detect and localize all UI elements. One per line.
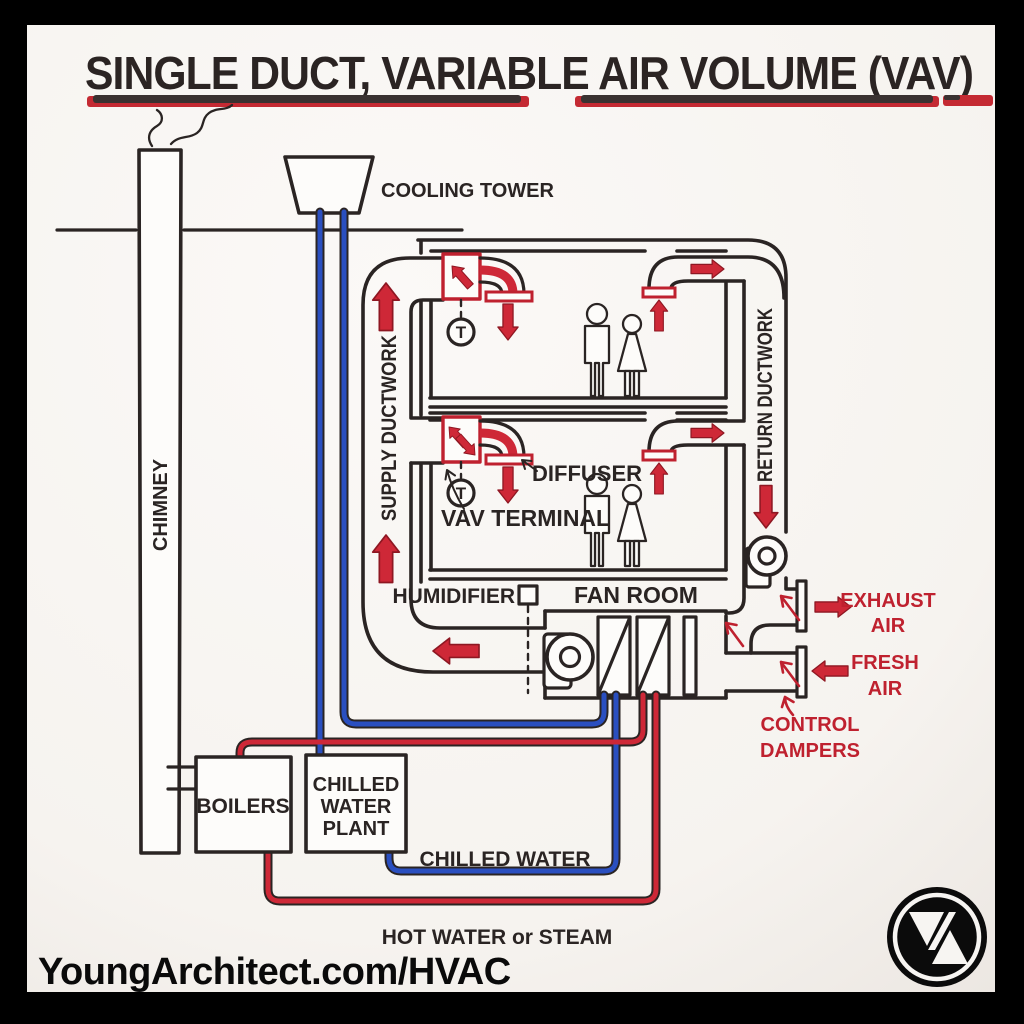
- diffuser-1: [478, 256, 534, 341]
- thermostat-icon: [446, 317, 476, 347]
- person-icon: [616, 502, 648, 543]
- paper-background: [27, 25, 995, 992]
- humidifier-label: HUMIDIFIER: [393, 585, 516, 608]
- cooling-tower-label: COOLING TOWER: [381, 180, 555, 202]
- diffuser-2: [478, 419, 534, 504]
- young-architect-logo: [887, 887, 987, 987]
- hot-water-pipes: [237, 692, 659, 904]
- person-icon: [583, 494, 611, 568]
- fresh-air-label: AIR: [868, 678, 903, 700]
- page-title: SINGLE DUCT, VARIABLE AIR VOLUME (VAV): [85, 47, 973, 99]
- person-icon: [621, 313, 643, 335]
- logo-slash: [928, 912, 956, 950]
- logo-a-triangle: [932, 930, 968, 964]
- control-damper-arrows: [724, 594, 801, 717]
- logo-v-triangle: [909, 912, 944, 946]
- chilled-water-plant-label: WATER: [321, 796, 392, 818]
- fan-room-label: FAN ROOM: [574, 582, 698, 608]
- supply-ductwork-label: SUPPLY DUCTWORK: [378, 335, 401, 521]
- title-underline-vav-dark: [944, 95, 960, 100]
- return-fan-icon: [744, 535, 788, 589]
- thermostat-icon: [446, 478, 476, 508]
- vav-terminal-1: T: [441, 252, 482, 347]
- supply-duct: [361, 256, 547, 674]
- exhaust-air-label: AIR: [871, 615, 906, 637]
- humidifier: HUMIDIFIER: [393, 584, 539, 695]
- chimney-shaft: [137, 148, 183, 855]
- supply-fan-icon: [542, 632, 595, 690]
- title-underline-2: [581, 95, 933, 103]
- person-icon: [583, 324, 611, 398]
- title-underline-1: [93, 95, 521, 103]
- leader-lines: [444, 459, 538, 510]
- fresh-damper: [795, 645, 808, 699]
- humidifier-icon: [517, 584, 539, 606]
- smoke-icon: [169, 103, 234, 146]
- occupants-room-1: [583, 302, 648, 398]
- thermostat-label: T: [456, 323, 467, 342]
- piping: [235, 207, 661, 906]
- exhaust-damper: [795, 579, 808, 633]
- vav-terminal-label: VAV TERMINAL: [441, 505, 610, 531]
- cooling-coil-diagonal: [596, 615, 632, 697]
- heating-coil-diagonal: [635, 615, 671, 697]
- return-grille-1: [641, 259, 725, 332]
- person-icon: [623, 539, 641, 568]
- person-icon: [623, 369, 641, 398]
- diffuser-label: DIFFUSER: [532, 461, 642, 486]
- return-duct: [647, 255, 799, 655]
- person-icon: [616, 332, 648, 373]
- return-ductwork-label: RETURN DUCTWORK: [754, 308, 777, 482]
- occupants-room-2: [583, 472, 648, 568]
- thermostat-label: T: [456, 484, 467, 503]
- cooling-tower: COOLING TOWER: [283, 155, 555, 215]
- hot-water-label: HOT WATER or STEAM: [382, 926, 613, 949]
- boilers-box: BOILERS: [194, 755, 293, 854]
- chilled-water-plant-label: PLANT: [323, 818, 390, 840]
- person-icon: [585, 302, 609, 326]
- chimney: CHIMNEY: [137, 103, 234, 855]
- exhaust-air-label: EXHAUST: [840, 590, 936, 612]
- return-grille-2: [641, 423, 725, 495]
- smoke-icon: [147, 108, 164, 148]
- chilled-water-pipes: [317, 209, 619, 874]
- person-icon: [585, 472, 609, 496]
- filter: [682, 615, 698, 697]
- chilled-water-plant-label: CHILLED: [313, 774, 400, 796]
- cooling-tower-shape: [283, 155, 375, 215]
- fresh-air-label: FRESH: [851, 652, 919, 674]
- title-block: SINGLE DUCT, VARIABLE AIR VOLUME (VAV): [85, 47, 993, 107]
- control-dampers-label: DAMPERS: [760, 740, 860, 762]
- boilers-label: BOILERS: [196, 795, 289, 818]
- chimney-label: CHIMNEY: [150, 458, 172, 551]
- footer-url: YoungArchitect.com/HVAC: [38, 951, 511, 993]
- vav-terminal-2: T: [441, 415, 482, 508]
- person-icon: [621, 483, 643, 505]
- chilled-water-label: CHILLED WATER: [419, 848, 590, 871]
- logo-ring: [892, 892, 982, 982]
- chilled-water-plant-box: CHILLED WATER PLANT: [304, 753, 408, 854]
- control-dampers-label: CONTROL: [761, 714, 860, 736]
